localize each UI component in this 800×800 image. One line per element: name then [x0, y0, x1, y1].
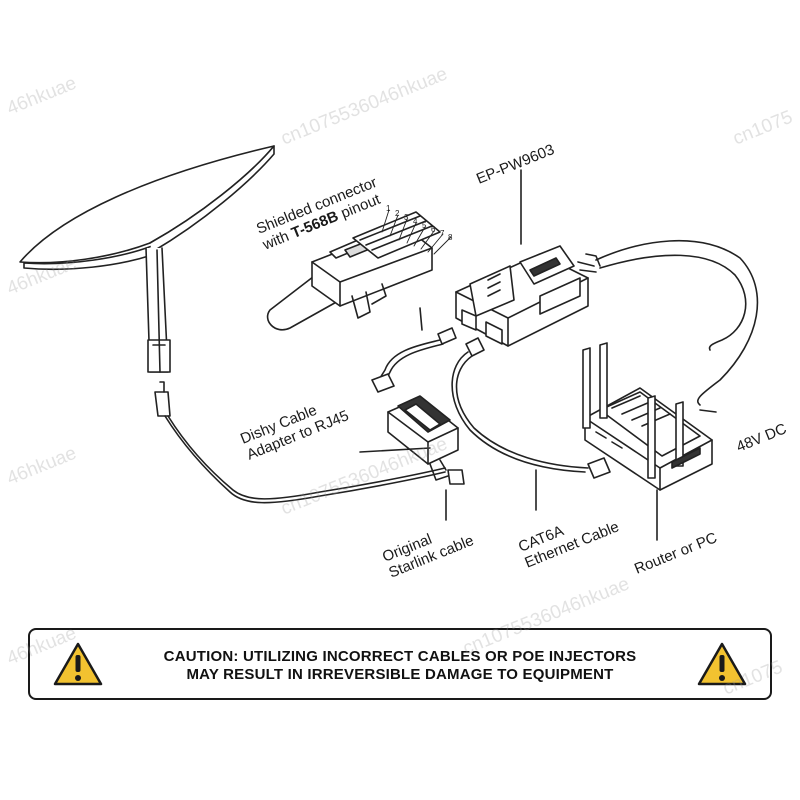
cat6a-cable [451, 337, 611, 479]
warning-triangle-icon [697, 642, 747, 686]
connector-leader [419, 307, 423, 331]
patch-cable [371, 327, 457, 393]
pin-leaders [381, 209, 452, 255]
pin-number: 6 [431, 225, 436, 234]
starlink-dish [19, 145, 275, 373]
dish-cable [154, 381, 446, 504]
dc-plug [699, 409, 717, 413]
router [582, 342, 713, 491]
adapter-port [439, 459, 447, 471]
pin-number: 1 [386, 204, 391, 213]
pin-number: 5 [422, 221, 427, 230]
caution-line2: MAY RESULT IN IRREVERSIBLE DAMAGE TO EQU… [186, 666, 614, 683]
pin-number: 8 [448, 233, 453, 242]
pin-number: 3 [404, 213, 409, 222]
shielded-connector [266, 211, 441, 331]
warning-triangle-icon [53, 642, 103, 686]
dishy-adapter [387, 395, 465, 485]
dc-cable [595, 239, 759, 406]
caution-line1: CAUTION: UTILIZING INCORRECT CABLES OR P… [163, 648, 637, 665]
pin-number: 2 [395, 209, 400, 218]
pin-number: 7 [440, 229, 445, 238]
caution-banner: CAUTION: UTILIZING INCORRECT CABLES OR P… [28, 628, 772, 700]
caution-text: CAUTION: UTILIZING INCORRECT CABLES OR P… [116, 648, 684, 684]
dishy-leader [359, 447, 431, 453]
poe-injector [455, 245, 601, 347]
pin-number: 4 [413, 217, 418, 226]
